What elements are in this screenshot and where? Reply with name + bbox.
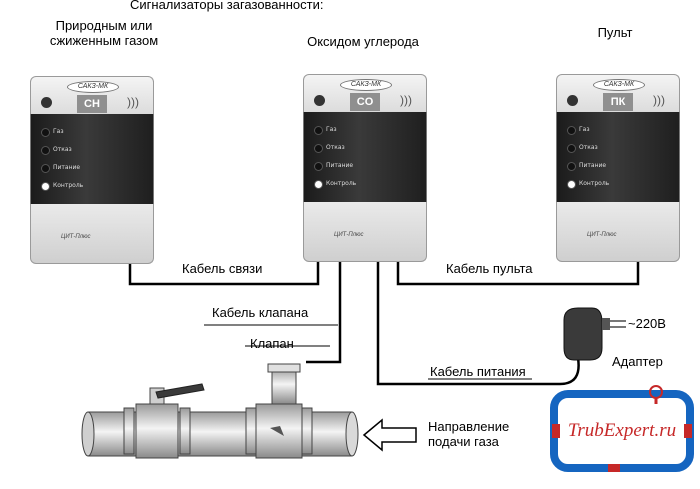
gas-detector-co: САКЗ-МК CO ))) Газ Отказ Питание Контрол… (303, 74, 427, 262)
label-voltage: ~220В (628, 316, 666, 331)
gas-detector-ch: САКЗ-МК CH ))) Газ Отказ Питание Контрол… (30, 76, 154, 264)
watermark-text: TrubExpert.ru (568, 420, 676, 441)
device-logo: САКЗ-МК (593, 79, 645, 91)
device-caption-co: Оксидом углерода (307, 34, 419, 49)
label-comm-cable: Кабель связи (182, 261, 263, 276)
buzzer-icon (567, 95, 578, 106)
device-code: CH (77, 95, 107, 113)
device-code: ПК (603, 93, 633, 111)
label-adapter: Адаптер (612, 354, 663, 369)
signal-icon: ))) (653, 93, 665, 107)
signal-icon: ))) (400, 93, 412, 107)
label-power-cable: Кабель питания (430, 364, 526, 379)
control-console-pk: САКЗ-МК ПК ))) Газ Отказ Питание Контрол… (556, 74, 680, 262)
device-brand: ЦИТ-Плюс (61, 234, 91, 240)
page-title: Сигнализаторы загазованности: (130, 0, 324, 12)
label-valve: Клапан (250, 336, 294, 351)
valve-cable-line (306, 262, 342, 364)
flow-arrow-icon (362, 418, 417, 452)
device-caption-console: Пульт (597, 25, 633, 40)
buzzer-icon (41, 97, 52, 108)
device-code: CO (350, 93, 380, 111)
signal-icon: ))) (127, 95, 139, 109)
power-cable-line (376, 262, 580, 386)
device-brand: ЦИТ-Плюс (587, 232, 617, 238)
label-console-cable: Кабель пульта (446, 261, 533, 276)
buzzer-icon (314, 95, 325, 106)
console-cable-line (396, 262, 640, 286)
device-logo: САКЗ-МК (340, 79, 392, 91)
label-gas-direction: Направление подачи газа (428, 419, 510, 449)
device-brand: ЦИТ-Плюс (334, 232, 364, 238)
device-caption-gas: Природным или сжиженным газом (49, 18, 159, 48)
trubexpert-logo: TrubExpert.ru (550, 385, 694, 472)
gas-pipe (81, 363, 359, 459)
device-logo: САКЗ-МК (67, 81, 119, 93)
label-valve-cable: Кабель клапана (212, 305, 309, 320)
adapter-icon (563, 307, 626, 361)
comm-cable-line (128, 262, 320, 286)
